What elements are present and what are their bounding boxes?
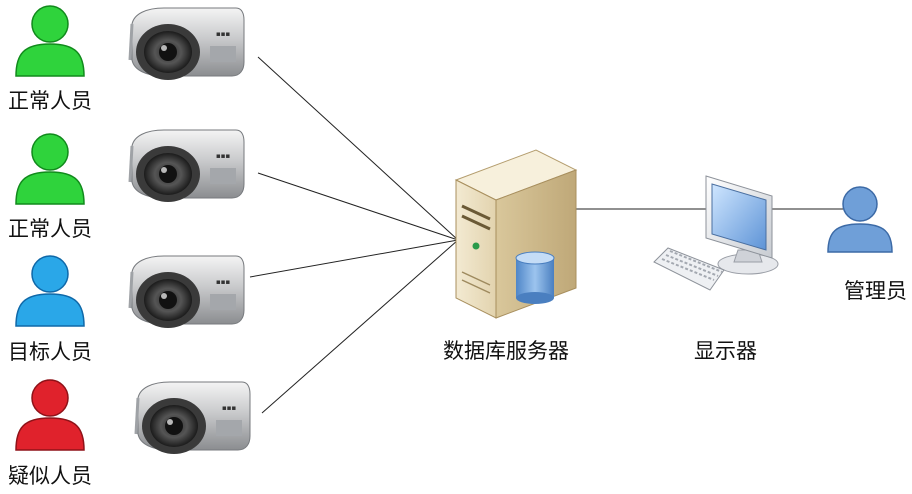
svg-text:▪▪▪: ▪▪▪ bbox=[222, 404, 236, 412]
camera-2-link bbox=[257, 172, 459, 241]
person-silhouette-icon bbox=[15, 5, 85, 77]
svg-text:▪▪▪: ▪▪▪ bbox=[216, 278, 230, 286]
display-label: 显示器 bbox=[694, 339, 757, 363]
camera-3-link bbox=[249, 239, 459, 278]
monitor-keyboard-icon bbox=[653, 175, 779, 291]
person-silhouette-icon bbox=[827, 186, 893, 253]
admin-label: 管理员 bbox=[844, 279, 907, 303]
person-label: 疑似人员 bbox=[8, 464, 92, 488]
server-label: 数据库服务器 bbox=[443, 339, 569, 363]
cctv-camera-icon: ▪▪▪ bbox=[128, 7, 245, 80]
person-label: 目标人员 bbox=[8, 340, 92, 364]
person-silhouette-icon bbox=[15, 379, 85, 451]
svg-text:▪▪▪: ▪▪▪ bbox=[216, 152, 230, 160]
svg-text:▪▪▪: ▪▪▪ bbox=[216, 30, 230, 38]
connection-lines bbox=[249, 56, 852, 414]
database-server-icon bbox=[454, 149, 578, 319]
person-label: 正常人员 bbox=[8, 89, 92, 113]
camera-4-link bbox=[261, 239, 459, 414]
person-label: 正常人员 bbox=[8, 217, 92, 241]
cctv-camera-icon: ▪▪▪ bbox=[128, 129, 245, 202]
cctv-camera-icon: ▪▪▪ bbox=[134, 381, 251, 454]
camera-1-link bbox=[257, 56, 459, 241]
person-silhouette-icon bbox=[15, 133, 85, 205]
cctv-camera-icon: ▪▪▪ bbox=[128, 255, 245, 328]
person-silhouette-icon bbox=[15, 255, 85, 327]
